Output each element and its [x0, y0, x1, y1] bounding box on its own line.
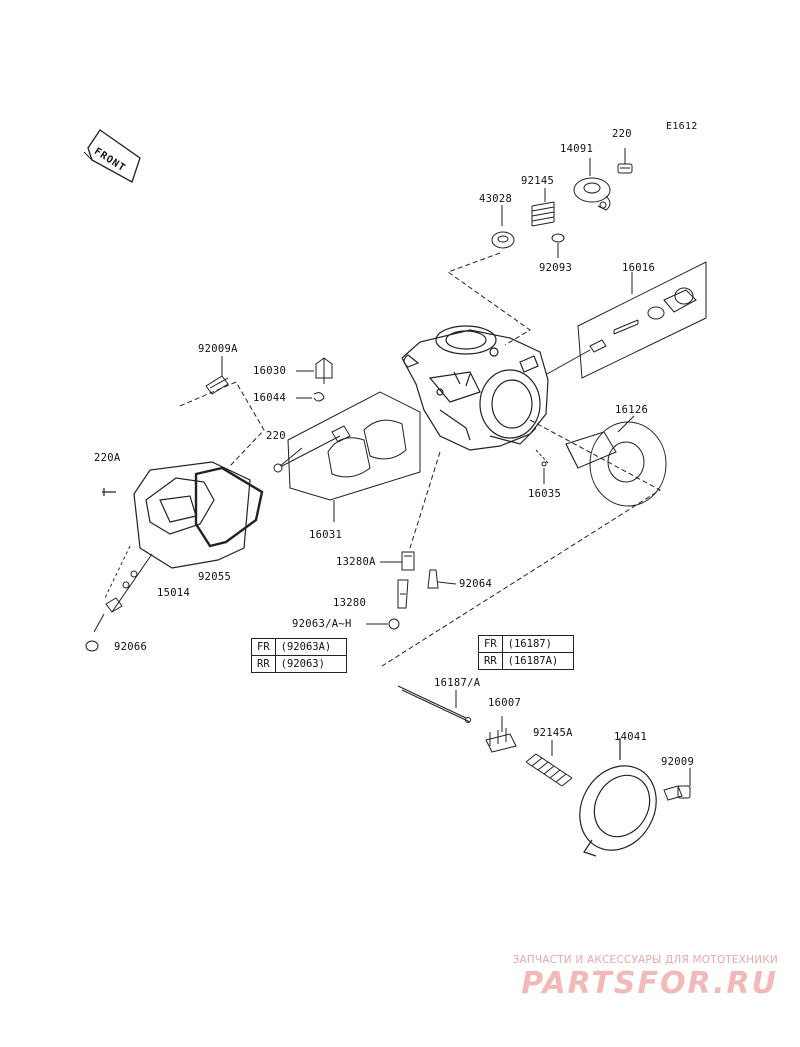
front-arrow-icon: [83, 129, 141, 183]
fr-rr-table-92063: FR (92063A) RR (92063): [251, 638, 347, 673]
part-label-16035[interactable]: 16035: [528, 488, 562, 500]
part-label-43028[interactable]: 43028: [479, 193, 513, 205]
group-16016: [546, 261, 707, 379]
table-row: FR (92063A): [251, 638, 347, 656]
part-label-16031[interactable]: 16031: [309, 529, 343, 541]
oring-92093: [551, 233, 565, 258]
part-label-14091[interactable]: 14091: [560, 143, 594, 155]
float-needle-16030: [296, 357, 333, 384]
jet-16035: [535, 449, 549, 484]
gasket-92055: [194, 466, 264, 548]
part-label-16007[interactable]: 16007: [488, 697, 522, 709]
table-row: RR (92063): [251, 655, 347, 673]
part-label-13280[interactable]: 13280: [333, 597, 367, 609]
main-jet-92063: [366, 618, 400, 630]
part-label-220A[interactable]: 220A: [94, 452, 121, 464]
part-label-92145A[interactable]: 92145A: [533, 727, 573, 739]
table-cell-part[interactable]: (92063): [274, 655, 347, 673]
table-cell-part[interactable]: (92063A): [274, 638, 347, 656]
table-cell-pos: FR: [478, 635, 503, 653]
part-label-92066[interactable]: 92066: [114, 641, 148, 653]
table-row: FR (16187): [478, 635, 574, 653]
main-jet-13280: [397, 579, 409, 609]
table-cell-pos: FR: [251, 638, 276, 656]
part-label-92145[interactable]: 92145: [521, 175, 555, 187]
screw-220-top: [617, 148, 633, 174]
fr-rr-table-16187: FR (16187) RR (16187A): [478, 635, 574, 670]
part-label-16044[interactable]: 16044: [253, 392, 287, 404]
part-label-92055[interactable]: 92055: [198, 571, 232, 583]
cover-14091: [573, 158, 611, 211]
float-chamber-15014: [102, 461, 251, 569]
table-row: RR (16187A): [478, 652, 574, 670]
watermark-logo: PARTSFOR.RU: [521, 966, 778, 1001]
clip-16044: [296, 392, 325, 402]
float-16031-box: [273, 391, 421, 522]
part-label-16187[interactable]: 16187/A: [434, 677, 481, 689]
carburetor-body: [401, 325, 549, 451]
part-label-16126[interactable]: 16126: [615, 404, 649, 416]
part-label-92093[interactable]: 92093: [539, 262, 573, 274]
part-label-92009A[interactable]: 92009A: [198, 343, 238, 355]
watermark-tagline: ЗАПЧАСТИ И АКСЕССУАРЫ ДЛЯ МОТОТЕХНИКИ: [512, 954, 778, 966]
table-cell-pos: RR: [478, 652, 503, 670]
slide-16007: [485, 716, 517, 753]
spring-92145A: [525, 740, 573, 787]
part-label-92009[interactable]: 92009: [661, 756, 695, 768]
part-label-14041[interactable]: 14041: [614, 731, 648, 743]
screw-92009: [663, 768, 691, 801]
part-label-220-mid[interactable]: 220: [266, 430, 286, 442]
part-label-15014[interactable]: 15014: [157, 587, 191, 599]
table-cell-part[interactable]: (16187A): [501, 652, 574, 670]
part-label-16030[interactable]: 16030: [253, 365, 287, 377]
top-cover-14041: [579, 738, 657, 857]
part-label-13280A[interactable]: 13280A: [336, 556, 376, 568]
diaphragm-16126: [565, 415, 667, 507]
screw-92009A: [205, 356, 229, 395]
part-label-92064[interactable]: 92064: [459, 578, 493, 590]
part-label-16016[interactable]: 16016: [622, 262, 656, 274]
diaphragm-43028: [491, 205, 515, 249]
pilot-jet-92064: [427, 569, 457, 589]
part-label-92063[interactable]: 92063/A~H: [292, 618, 352, 630]
table-cell-pos: RR: [251, 655, 276, 673]
diagram-code: E1612: [666, 121, 698, 132]
drain-screw-parts: [85, 553, 153, 652]
needle-16187: [397, 685, 471, 723]
part-label-220-top[interactable]: 220: [612, 128, 632, 140]
needle-jet-13280A: [380, 551, 415, 571]
table-cell-part[interactable]: (16187): [501, 635, 574, 653]
spring-92145: [531, 188, 555, 227]
